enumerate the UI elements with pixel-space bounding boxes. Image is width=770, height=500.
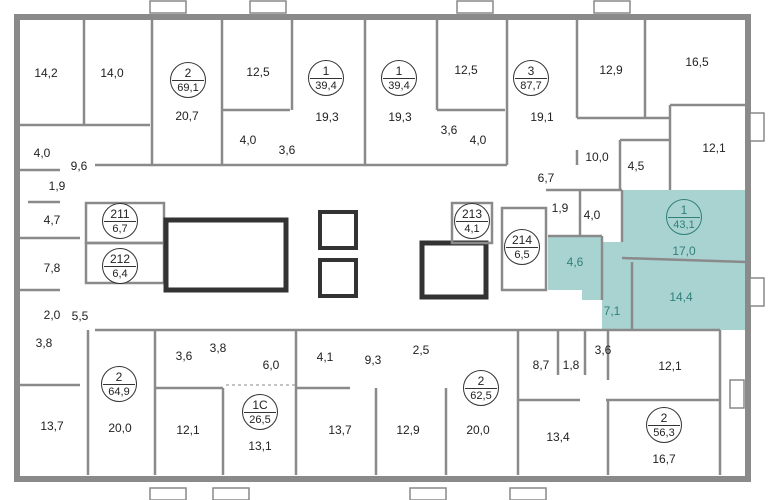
badge-area: 56,3 [653, 426, 675, 439]
room-area: 7,1 [603, 304, 621, 318]
room-area: 19,1 [530, 110, 554, 124]
badge-area: 62,5 [470, 389, 492, 402]
room-area: 3,8 [35, 336, 53, 350]
room-area: 4,0 [583, 208, 601, 222]
room-area: 4,5 [627, 159, 645, 173]
room-area: 4,0 [469, 133, 487, 147]
room-area: 3,6 [175, 349, 193, 363]
room-area: 3,6 [594, 343, 612, 357]
room-area: 14,4 [669, 290, 693, 304]
badge-rooms: 1 [395, 63, 403, 78]
badge-area: 6,5 [514, 248, 530, 261]
room-area: 12,5 [246, 65, 270, 79]
room-area: 13,4 [546, 430, 570, 444]
room-area: 12,9 [599, 63, 623, 77]
room-area: 4,7 [43, 213, 61, 227]
badge-rooms: 2 [477, 373, 485, 388]
room-area: 14,2 [34, 66, 58, 80]
badge-area: 4,1 [464, 222, 480, 235]
badge-area: 39,4 [315, 79, 337, 92]
room-area: 8,7 [532, 358, 550, 372]
room-area: 20,7 [175, 109, 199, 123]
badge-number: 214 [511, 232, 533, 247]
badge-rooms: 2 [115, 369, 123, 384]
badge-area: 64,9 [108, 385, 130, 398]
room-area: 3,6 [440, 123, 458, 137]
room-area: 4,0 [239, 133, 257, 147]
badge-number: 212 [109, 251, 131, 266]
room-area: 14,0 [100, 66, 124, 80]
badge-rooms: 2 [660, 410, 668, 425]
room-area: 2,5 [412, 343, 430, 357]
room-area: 16,5 [685, 55, 709, 69]
room-area: 7,8 [43, 261, 61, 275]
room-area: 20,0 [108, 421, 132, 435]
badge-area: 6,4 [112, 267, 128, 280]
badge-rooms: 3 [527, 63, 535, 78]
room-area: 3,6 [278, 143, 296, 157]
room-area: 17,0 [672, 244, 696, 258]
room-area: 1,8 [562, 358, 580, 372]
room-area: 13,7 [328, 423, 352, 437]
room-area: 12,1 [176, 423, 200, 437]
badge-rooms: 1С [252, 397, 268, 412]
room-area: 19,3 [388, 110, 412, 124]
room-area: 9,3 [364, 353, 382, 367]
room-area: 12,1 [702, 141, 726, 155]
room-area: 4,0 [33, 146, 51, 160]
room-area: 6,0 [262, 358, 280, 372]
room-area: 3,8 [209, 341, 227, 355]
room-area: 1,9 [551, 201, 569, 215]
badge-area: 26,5 [249, 413, 271, 426]
badge-rooms: 1 [680, 202, 688, 217]
room-area: 9,6 [70, 159, 88, 173]
room-area: 16,7 [652, 452, 676, 466]
room-area: 13,7 [40, 419, 64, 433]
room-area: 10,0 [585, 150, 609, 164]
badge-area: 69,1 [177, 81, 199, 94]
room-area: 6,7 [537, 171, 555, 185]
badge-rooms: 2 [184, 65, 192, 80]
badge-area: 87,7 [520, 79, 542, 92]
badge-area: 39,4 [388, 79, 410, 92]
room-area: 13,1 [248, 439, 272, 453]
room-area: 1,9 [48, 179, 66, 193]
room-area: 4,6 [566, 255, 584, 269]
room-area: 4,1 [316, 350, 334, 364]
room-area: 12,1 [658, 359, 682, 373]
badge-area: 6,7 [112, 222, 128, 235]
badge-area: 43,1 [673, 218, 695, 231]
badge-number: 211 [110, 206, 130, 221]
room-area: 12,9 [396, 423, 420, 437]
room-area: 12,5 [454, 63, 478, 77]
room-area: 2,0 [43, 308, 61, 322]
room-area: 20,0 [466, 423, 490, 437]
badge-number: 213 [461, 206, 483, 221]
room-area: 5,5 [71, 309, 89, 323]
room-area: 19,3 [315, 110, 339, 124]
badge-rooms: 1 [322, 63, 330, 78]
